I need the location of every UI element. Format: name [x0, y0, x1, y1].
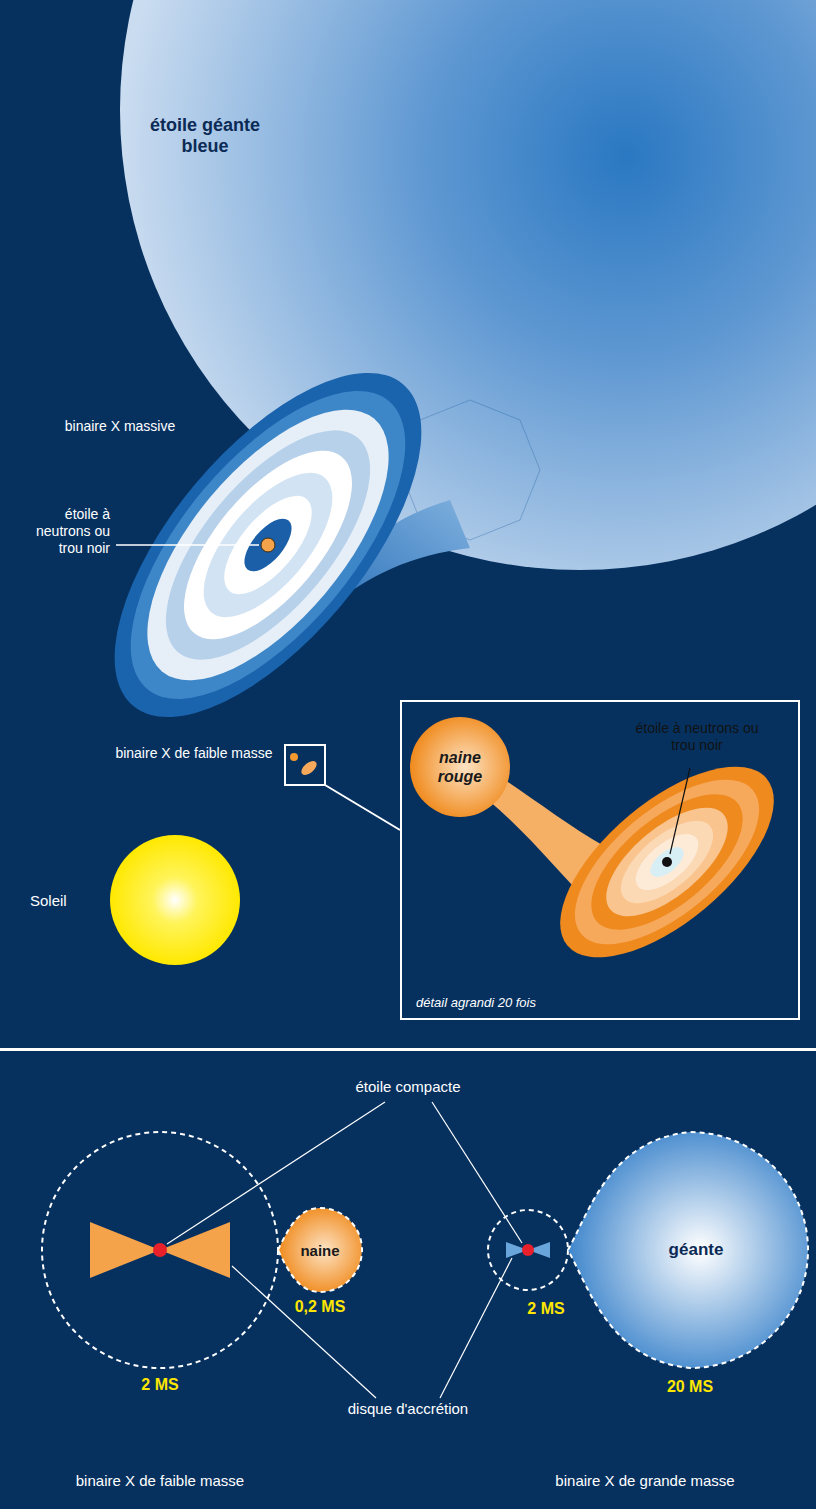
leader-line [116, 544, 259, 546]
mini-disk [299, 758, 319, 777]
zoom-box [285, 745, 325, 785]
leader-line [432, 1102, 522, 1243]
zoom-line [325, 785, 400, 830]
sun: Soleil [30, 835, 245, 965]
giant-lobe: géante [568, 1132, 808, 1368]
annotation: binaire X de faible masse [110, 745, 278, 762]
mini-star [290, 753, 298, 761]
dwarf-lobe-text: naine [300, 1242, 339, 1259]
star-label: étoile géante bleue [120, 108, 290, 164]
compact-star [261, 538, 275, 552]
annotation: binaire X massive [55, 418, 185, 435]
star-label-text: étoile géante bleue [130, 115, 280, 157]
annotation: binaire X de grande masse [510, 1472, 780, 1489]
mass-label: 2 MS [120, 1376, 200, 1393]
giant-lobe-text: géante [653, 1240, 724, 1260]
annotation: étoile à neutrons ou trou noir [12, 506, 110, 557]
annotation: étoile à neutrons ou trou noir [622, 720, 772, 754]
leader-line [232, 1266, 376, 1398]
leader-line [670, 768, 690, 854]
dwarf-lobe: naine [278, 1208, 362, 1292]
annotation: étoile compacte [318, 1078, 498, 1095]
accretion-disk [529, 732, 805, 991]
separator [0, 1048, 816, 1051]
dwarf-disc [410, 717, 510, 817]
mass-label: 20 MS [650, 1378, 730, 1395]
detail-box: détail agrandi 20 fois naine rouge [400, 700, 800, 1020]
red-dwarf: naine rouge [410, 717, 510, 817]
mass-label: 2 MS [515, 1300, 577, 1317]
leader-line [440, 1258, 512, 1398]
roche-lobe [278, 1208, 362, 1292]
accretion-disk [90, 1222, 230, 1278]
sun-disc [110, 835, 240, 965]
compact-star [153, 1243, 167, 1257]
compact-star [662, 857, 672, 867]
roche-lobe [42, 1132, 278, 1368]
leader-line [167, 1102, 385, 1244]
annotation: binaire X de faible masse [30, 1472, 290, 1489]
sun-text: Soleil [30, 892, 105, 909]
red-dwarf-text: naine rouge [424, 748, 496, 786]
mass-label: 0,2 MS [280, 1298, 360, 1315]
accretion-disk [506, 1242, 550, 1258]
roche-lobe [568, 1132, 808, 1368]
compact-star [522, 1244, 534, 1256]
annotation: disque d'accrétion [318, 1400, 498, 1417]
detail-box-text: détail agrandi 20 fois [416, 995, 798, 1010]
roche-lobe [488, 1210, 568, 1290]
